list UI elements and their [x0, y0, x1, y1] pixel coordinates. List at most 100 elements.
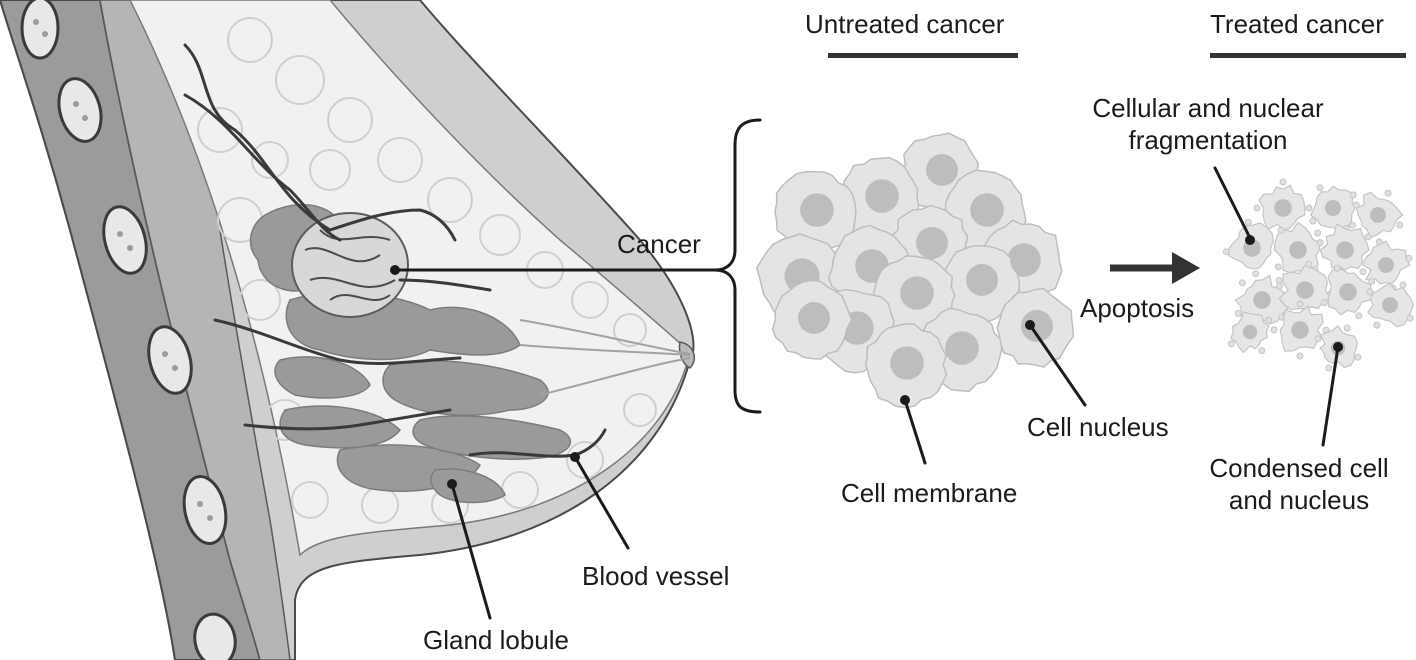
fragment-bleb: [1359, 268, 1367, 276]
cancer-label: Cancer: [617, 229, 701, 259]
rib-marrow: [33, 19, 213, 521]
breast-fat-tissue: [129, 0, 691, 557]
fragment-bleb: [1314, 229, 1322, 237]
fragment-bleb: [1325, 364, 1333, 372]
cell-nucleus: [800, 193, 834, 227]
treated-cell-cluster: [1222, 178, 1415, 372]
tumor: [291, 212, 409, 318]
fragment-bleb: [1399, 281, 1407, 289]
fragment-bleb: [1244, 218, 1252, 226]
fragment-bleb: [1333, 264, 1341, 272]
cell-nucleus: [945, 331, 979, 365]
fragmentation-leader: [1213, 166, 1252, 240]
fragment-bleb: [1265, 316, 1273, 324]
treated-cancer-header: Treated cancer: [1210, 9, 1384, 39]
condensed-label-line1: Condensed cell: [1209, 453, 1389, 483]
condensed-nucleus: [1339, 283, 1357, 301]
fragment-bleb: [1316, 239, 1324, 247]
fragment-bleb: [1252, 270, 1260, 278]
condensed-nucleus: [1253, 291, 1271, 309]
fragment-bleb: [1275, 276, 1283, 284]
cell-nucleus-leader: [1028, 323, 1087, 407]
cell-nucleus: [1007, 243, 1041, 277]
fragment-bleb: [1384, 189, 1392, 197]
cell-nucleus-label: Cell nucleus: [1027, 412, 1169, 442]
cell-nucleus: [890, 346, 924, 380]
milk-ducts: [519, 319, 691, 396]
condensed-nucleus: [1291, 321, 1309, 339]
fragment-bleb: [1227, 340, 1235, 348]
fragment-bleb: [1222, 248, 1230, 256]
fragment-bleb: [1309, 217, 1317, 225]
breast-anatomy: [0, 0, 696, 660]
fragmentation-label-line2: fragmentation: [1128, 125, 1288, 155]
cell-nucleus: [926, 154, 958, 186]
cell-nucleus: [966, 264, 998, 296]
fragment-bleb: [1349, 191, 1357, 199]
untreated-cell-cluster: [755, 132, 1075, 409]
fragment-bleb: [1296, 352, 1304, 360]
fragmentation-label: Cellular and nuclear fragmentation: [1058, 92, 1358, 156]
condensed-label: Condensed cell and nucleus: [1190, 452, 1408, 516]
fragment-bleb: [1343, 324, 1351, 332]
fragment-bleb: [1396, 221, 1404, 229]
cell-nucleus: [900, 276, 934, 310]
blood-vessel-leader: [573, 455, 630, 550]
fragment-bleb: [1355, 312, 1363, 320]
blood-vessel-label: Blood vessel: [582, 561, 730, 591]
fragment-bleb: [1373, 321, 1381, 329]
cell-nucleus: [1021, 310, 1053, 342]
gland-lobule-label: Gland lobule: [423, 625, 569, 655]
fragment-bleb: [1253, 204, 1261, 212]
fragment-bleb: [1279, 178, 1287, 186]
tumor-marker: [390, 265, 400, 275]
condensed-nucleus: [1378, 257, 1394, 273]
condensed-nucleus: [1336, 241, 1354, 259]
fragment-bleb: [1316, 184, 1324, 192]
condensed-nucleus: [1242, 324, 1258, 340]
fragment-bleb: [1348, 221, 1356, 229]
fragment-bleb: [1405, 254, 1413, 262]
untreated-cancer-header: Untreated cancer: [805, 9, 1005, 39]
cell-membrane-leader: [903, 398, 927, 465]
blood-vessels: [183, 43, 607, 458]
condensed-nucleus: [1296, 281, 1314, 299]
cell-nucleus: [865, 179, 899, 213]
fragment-bleb: [1375, 238, 1383, 246]
apoptosis-label: Apoptosis: [1080, 293, 1195, 323]
fragment-bleb: [1234, 309, 1242, 317]
untreated-header-bar: [828, 53, 1018, 58]
ribs: [20, 0, 237, 660]
fragment-bleb: [1368, 277, 1376, 285]
fragment-bleb: [1277, 226, 1285, 234]
apoptosis-arrow: [1110, 252, 1200, 284]
condensed-nucleus: [1274, 199, 1292, 217]
fragment-bleb: [1352, 201, 1360, 209]
cell-nucleus: [970, 193, 1004, 227]
treated-header-bar: [1210, 53, 1406, 58]
fragment-bleb: [1296, 300, 1304, 308]
fragmentation-label-line1: Cellular and nuclear: [1092, 93, 1324, 123]
fragment-bleb: [1314, 335, 1322, 343]
condensed-leader: [1321, 345, 1340, 447]
condensed-nucleus: [1325, 200, 1341, 216]
fragment-bleb: [1238, 279, 1246, 287]
fragment-bleb: [1364, 233, 1372, 241]
fragment-bleb: [1270, 326, 1278, 334]
fragment-bleb: [1320, 299, 1328, 307]
gland-lobule-leader: [450, 482, 492, 620]
label-markers: [447, 235, 1343, 489]
fragment-bleb: [1305, 204, 1313, 212]
fragment-bleb: [1366, 288, 1374, 296]
cell-nucleus: [798, 302, 830, 334]
condensed-nucleus: [1289, 241, 1307, 259]
fragment-bleb: [1275, 282, 1283, 290]
condensed-label-line2: and nucleus: [1228, 485, 1370, 515]
cancer-pointer: [393, 118, 762, 414]
fragment-bleb: [1274, 263, 1282, 271]
cancer-bracket: [714, 118, 762, 414]
fragment-bleb: [1305, 260, 1313, 268]
cell-membrane-label: Cell membrane: [841, 478, 1018, 508]
fragment-bleb: [1406, 314, 1414, 322]
